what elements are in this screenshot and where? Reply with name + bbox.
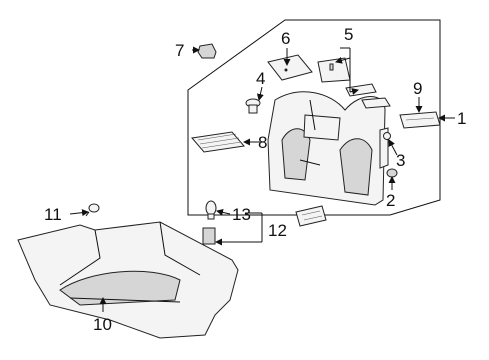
leader-lines: [69, 46, 455, 312]
part-4-clip: [245, 98, 261, 114]
callout-7: 7: [175, 41, 184, 60]
vent: [295, 205, 327, 227]
callout-11: 11: [44, 205, 62, 224]
part-5-covers: [317, 57, 377, 97]
part-11-pushpin: [85, 203, 100, 217]
part-7-fastener: [197, 43, 217, 59]
part-2-clip: [386, 168, 398, 178]
callout-5: 5: [344, 25, 353, 44]
seat-back-assembly: [267, 91, 389, 206]
part-8-grille: [191, 131, 245, 153]
callout-13: 13: [232, 205, 251, 224]
callout-1: 1: [457, 109, 466, 128]
callouts: 7 6 5 4 9 1 8 3 2 11 13 12 10: [44, 25, 466, 334]
callout-4: 4: [256, 69, 265, 88]
callout-9: 9: [413, 79, 422, 98]
callout-12: 12: [268, 221, 287, 240]
part-13-bulb: [205, 200, 217, 220]
callout-10: 10: [93, 315, 112, 334]
bracket: [361, 97, 391, 109]
callout-2: 2: [386, 191, 395, 210]
part-9-module: [399, 111, 441, 129]
part-10-trunk-trim: [17, 221, 239, 339]
group-outline: [187, 19, 441, 216]
callout-6: 6: [281, 29, 290, 48]
part-12-socket: [202, 227, 216, 245]
callout-3: 3: [396, 151, 405, 170]
part-3-screw: [383, 132, 391, 140]
part-6-panel: [267, 54, 313, 81]
callout-8: 8: [258, 133, 267, 152]
